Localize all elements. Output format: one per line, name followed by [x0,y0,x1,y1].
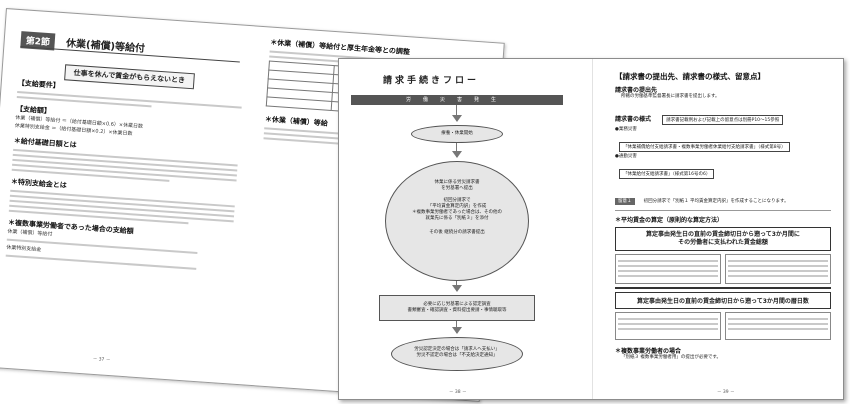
note-label: 留意１ [615,198,635,205]
section-header: 第2節 休業(補償)等給付 [20,28,146,57]
flow-title: 請求手続きフロー [383,76,480,86]
day-items-box-2 [725,312,831,340]
submit-to-text: 所轄の労働基準監督署長に請求書を提出します。 [621,94,720,99]
arrow-icon [452,327,462,334]
step-2-line-3: 初回分請求で [443,198,471,203]
flow-band: 労働災害発生 [351,95,563,105]
heading-multiple-worker: ＊複数事業労働者の場合 [615,348,682,355]
bullet-commute-accident: ●通勤災害 [615,154,637,159]
separator [615,210,831,211]
spread-divider [592,59,593,399]
average-wage-denominator: 算定事由発生日の直前の賃金締切日から遡って3か月間の暦日数 [615,292,831,309]
wage-items-box-1 [615,254,721,284]
arrow-icon [452,151,462,158]
heading-form: 請求書の様式 [615,116,652,123]
heading-submit-to: 請求書の提出先 [615,87,658,94]
page-number-left: － 38 － [449,390,467,395]
heading-average-wage: ＊平均賃金の算定（原則的な算定方法） [615,217,724,224]
step-4-line-1: 労災認定決定の場合は「請求人へ支払い」 [414,347,500,352]
step-submit-claim: 休業に係る労災請求書 を労基署へ提出 初回分請求で 「平均賃金算定内訳」を作成 … [385,161,529,281]
step-1-text: 療養・休業開始 [441,131,473,136]
step-2-line-2: を労基署へ提出 [441,186,473,191]
step-3-line-1: 必要に応じ労基署による認定調査 [423,302,491,307]
multiple-worker-text: 「別紙３ 複数事業労働者用」の提出が必要です。 [621,355,721,360]
step-2-line-5: ＊複数事業労働者であった場合は、その他の [412,210,502,215]
step-2-line-7: その後 継続分の請求書提出 [429,230,485,235]
arrow-icon [452,285,462,292]
fraction-bar [615,287,831,289]
form-reference-box: 請求書記載例および記載上の留意点は別冊P10～15参照 [662,115,784,125]
step-3-line-2: 書類審査・確認調査・資料提出要請・事情聴取等 [407,308,507,313]
form-work-accident: 「休業補償給付支給請求書・複数事業労働者休業給付支給請求書」（様式第8号） [619,142,790,152]
step-decision: 労災認定決定の場合は「請求人へ支払い」 労災不認定の場合は「不支給決定通知」 [391,337,523,371]
step-2-line-6: 就業先に係る「別紙３」を添付 [425,216,489,221]
front-page: 請求手続きフロー 労働災害発生 療養・休業開始 休業に係る労災請求書 を労基署へ… [338,58,844,400]
step-2-line-4: 「平均賃金算定内訳」を作成 [427,204,487,209]
arrow-icon [452,115,462,122]
connector [456,143,457,157]
step-start-treatment: 療養・休業開始 [411,125,503,143]
step-investigation: 必要に応じ労基署による認定調査 書類審査・確認調査・資料提出要請・事情聴取等 [379,295,535,321]
average-wage-numerator: 算定事由発生日の直前の賃金締切日から遡って3か月間に その労働者に支払われた賃金… [615,227,831,251]
wage-items-lists [615,254,831,284]
wage-items-box-2 [725,254,831,284]
form-commute-accident: 「休業給付支給請求書」（様式第16号の6） [619,169,715,179]
connector [456,105,457,121]
right-main-heading: 【請求書の提出先、請求書の様式、留意点】 [615,72,765,81]
day-items-box-1 [615,312,721,340]
page-number: － 37 － [92,356,111,364]
bullet-work-accident: ●業務災害 [615,127,637,132]
day-items-lists [615,312,831,340]
note-text: 初回分請求で「別紙１ 平均賃金算定内訳」を作成することになります。 [643,199,789,204]
step-2-line-1: 休業に係る労災請求書 [434,180,480,185]
page-number-right: － 39 － [717,390,735,395]
step-4-line-2: 労災不認定の場合は「不支給決定通知」 [416,353,498,358]
